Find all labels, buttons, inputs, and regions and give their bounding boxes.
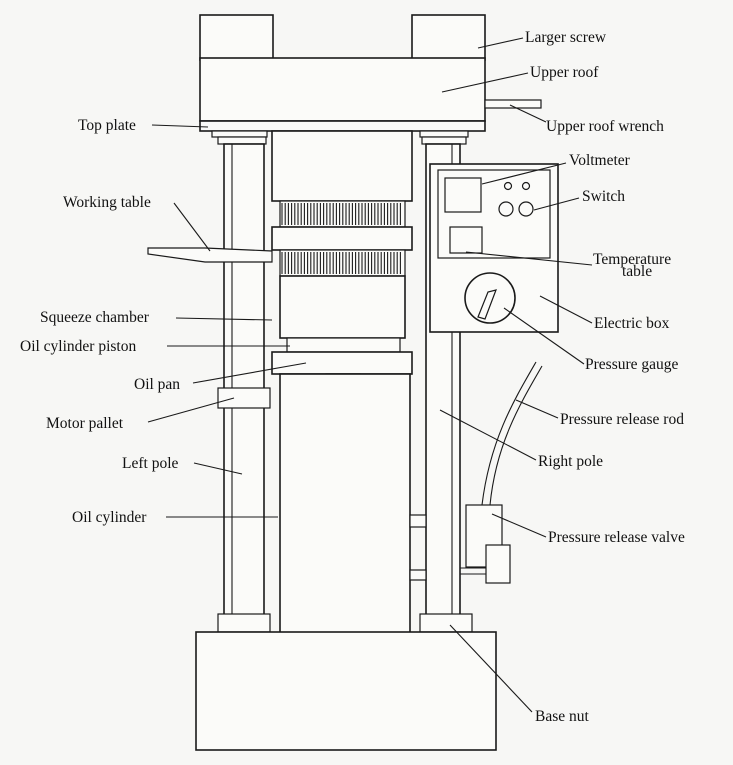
right-pole-collar-lower [421,136,467,145]
labels: Larger screw Upper roof Upper roof wrenc… [20,29,685,725]
right-pole-collar [419,130,469,138]
switch-2 [518,201,534,217]
squeeze-chamber [279,275,406,339]
leader-oil-pan [192,362,307,384]
top-plate [199,120,486,132]
label-oil-pan: Oil pan [134,376,180,393]
switch-1 [498,201,514,217]
leader-upper-roof-wrench [509,104,547,123]
label-larger-screw: Larger screw [525,29,607,46]
indicator-light-2 [521,181,531,191]
label-pressure-release-rod: Pressure release rod [560,411,684,428]
leader-voltmeter [481,162,567,185]
upper-roof-wrench [484,99,542,109]
leader-switch [533,197,580,211]
press-housing [271,130,413,202]
pressure-gauge-needle [477,289,497,320]
leader-squeeze-chamber [175,317,273,321]
oil-pan [271,351,413,375]
leader-motor-pallet [147,397,235,423]
right-pole-block-2 [409,569,427,581]
label-left-pole: Left pole [122,455,178,472]
ribs-upper [281,203,401,225]
label-squeeze-chamber: Squeeze chamber [40,309,150,326]
leader-working-table [173,202,211,252]
working-plate [271,226,413,251]
working-table [147,247,273,263]
upper-roof [199,57,486,122]
machine-drawing [147,14,559,751]
label-switch: Switch [582,188,625,205]
larger-screw-left [199,14,274,61]
left-pole [223,143,265,623]
base [195,631,497,751]
label-upper-roof: Upper roof [530,64,599,81]
indicator-light-1 [503,181,513,191]
right-pole-block-1 [409,514,427,528]
pressure-release-valve-handle [485,544,511,584]
leader-right-pole [439,409,537,461]
label-right-pole: Right pole [538,453,603,470]
label-upper-roof-wrench: Upper roof wrench [546,118,664,135]
leader-pressure-release-rod [515,399,559,419]
label-oil-cylinder: Oil cylinder [72,509,147,526]
leader-larger-screw [477,37,524,49]
leader-temperature-table [465,251,593,266]
larger-screw-right [411,14,486,61]
label-temperature-table-line1: Temperature [593,251,671,268]
left-pole-foot [217,613,271,633]
leader-base-nut [449,624,533,713]
leader-top-plate [151,124,209,128]
motor-pallet [217,387,271,409]
label-base-nut: Base nut [535,708,590,725]
temperature-table [449,226,483,254]
label-oil-cylinder-piston: Oil cylinder piston [20,338,136,355]
leader-left-pole [193,462,243,475]
leader-electric-box [539,295,593,324]
label-pressure-gauge: Pressure gauge [585,356,679,373]
label-top-plate: Top plate [78,117,136,134]
left-pole-collar [211,130,268,138]
pressure-release-rod [481,361,543,506]
leader-pressure-gauge [503,307,585,365]
label-motor-pallet: Motor pallet [46,415,124,432]
right-pole-foot [419,613,473,633]
leader-upper-roof [441,72,529,93]
label-electric-box: Electric box [594,315,670,332]
label-voltmeter: Voltmeter [569,152,631,169]
voltmeter [444,177,482,213]
oil-cylinder [279,373,411,635]
leader-pressure-release-valve [491,513,547,538]
left-pole-collar-lower [217,136,267,145]
label-working-table: Working table [63,194,151,211]
label-temperature-table-line2: table [622,263,652,280]
leader-lines [147,37,593,713]
label-pressure-release-valve: Pressure release valve [548,529,685,546]
oil-cylinder-piston [286,337,401,353]
ribs-lower [281,252,401,274]
